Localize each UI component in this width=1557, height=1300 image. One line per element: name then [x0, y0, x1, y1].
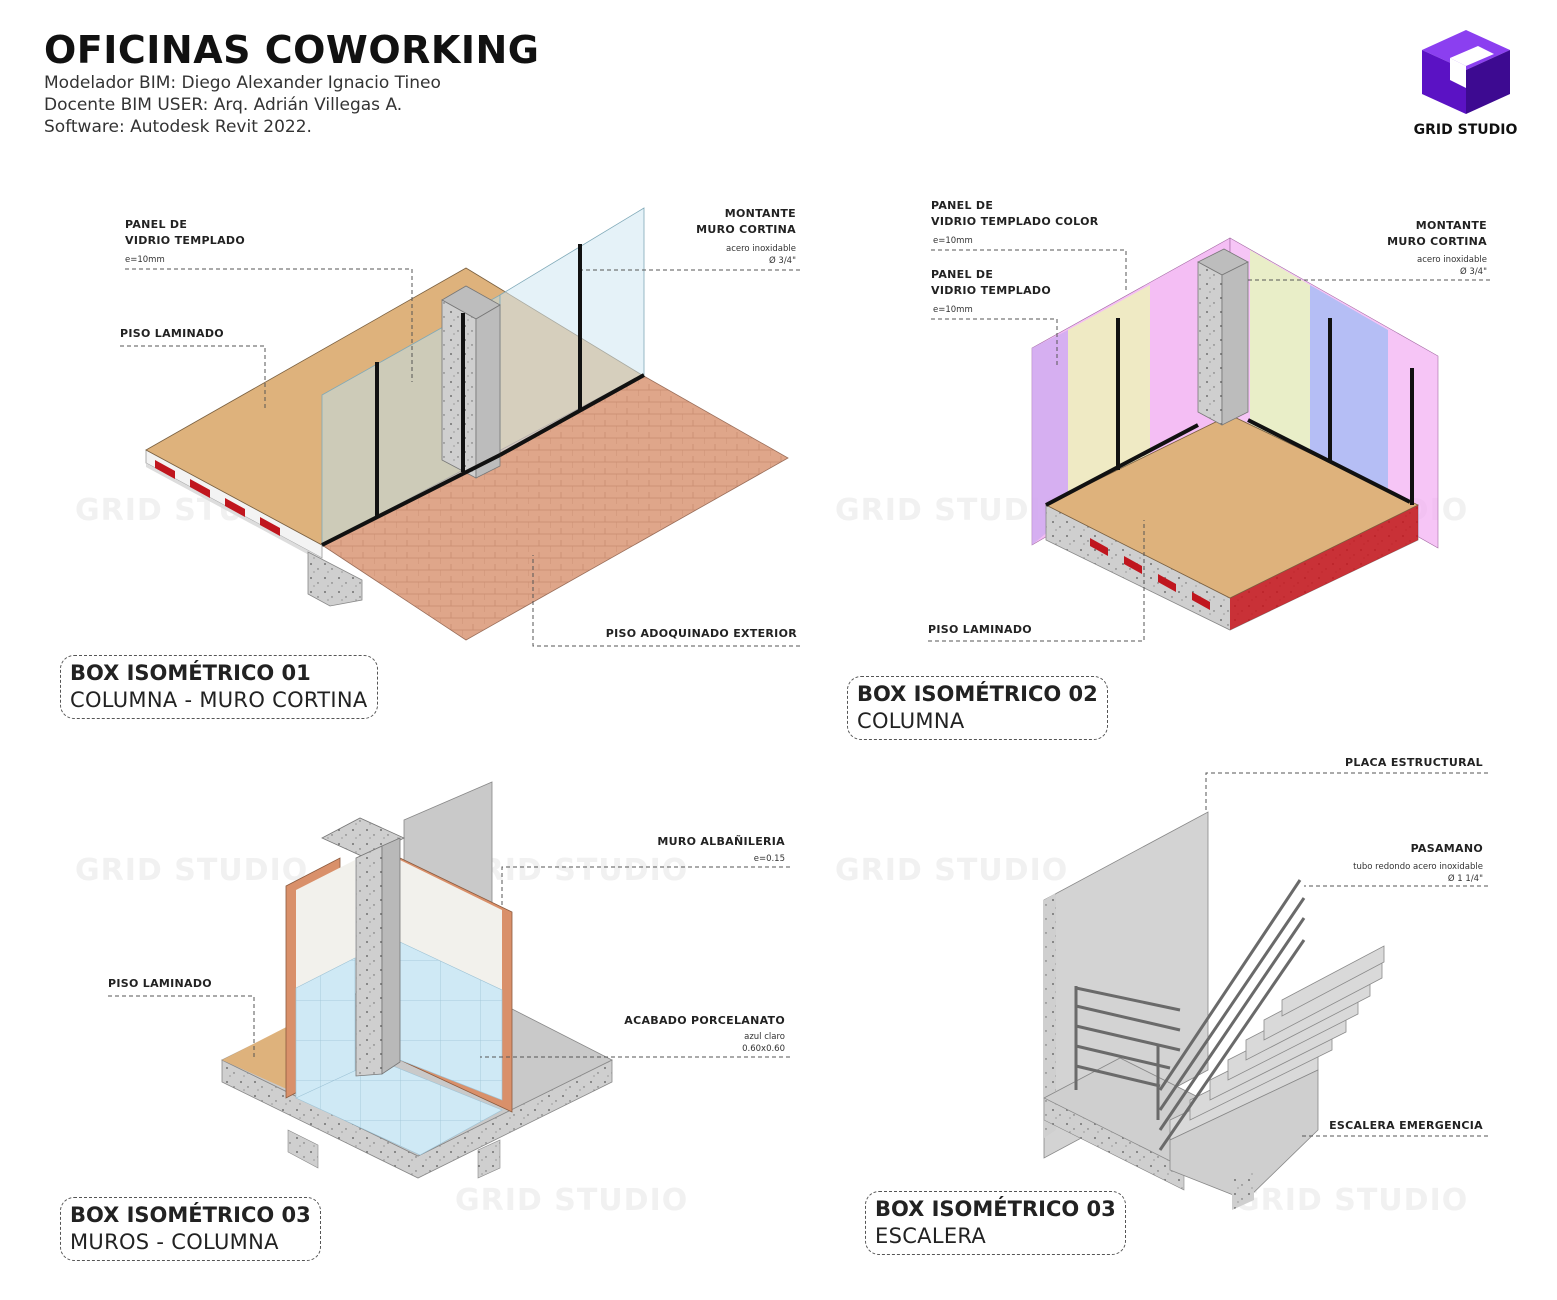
panel-2-title: BOX ISOMÉTRICO 02 — [857, 682, 1098, 706]
ann-mullion-label1: MONTANTE — [725, 207, 796, 220]
ann-masonry-detail: e=0.15 — [754, 854, 785, 864]
panel-1-subtitle: COLUMNA - MURO CORTINA — [70, 688, 368, 712]
panel-2-drawing — [1031, 237, 1439, 631]
panel-3-drawing — [221, 781, 613, 1179]
ann-glass-label1: PANEL DE — [125, 218, 187, 231]
panel-1-drawing — [145, 207, 789, 641]
credit-teacher: Docente BIM USER: Arq. Adrián Villegas A… — [44, 95, 403, 115]
ann-tile-detail1: azul claro — [744, 1032, 785, 1042]
panel-4-label: BOX ISOMÉTRICO 03 ESCALERA — [865, 1191, 1126, 1255]
ann-handrail-detail2: Ø 1 1/4" — [1448, 873, 1483, 884]
panel-4-drawing — [1043, 811, 1385, 1210]
ann-glass-label1-p2: PANEL DE — [931, 268, 993, 281]
watermark-text: GRID STUDIO — [455, 853, 688, 888]
ann-glass-detail-p2: e=10mm — [933, 305, 973, 315]
watermark-text: GRID STUDIO — [75, 853, 308, 888]
panel-4-subtitle: ESCALERA — [875, 1224, 987, 1248]
ann-color-glass-detail: e=10mm — [933, 236, 973, 246]
panel-2-annotations: PANEL DE VIDRIO TEMPLADO COLOR e=10mm PA… — [928, 199, 1490, 642]
ann-mullion-detail1-p2: acero inoxidable — [1417, 255, 1487, 265]
ann-tile-detail2: 0.60x0.60 — [742, 1044, 785, 1054]
ann-mullion-label2-p2: MURO CORTINA — [1387, 235, 1487, 248]
ann-floor-label: PISO LAMINADO — [120, 327, 224, 340]
ann-mullion-detail2: Ø 3/4" — [769, 255, 796, 266]
watermark-text: GRID STUDIO — [835, 853, 1068, 888]
ann-handrail-detail1: tubo redondo acero inoxidable — [1353, 862, 1483, 872]
ann-floor-label-p3: PISO LAMINADO — [108, 977, 212, 990]
panel-2-label: BOX ISOMÉTRICO 02 COLUMNA — [847, 676, 1108, 740]
credit-software: Software: Autodesk Revit 2022. — [44, 117, 312, 137]
panel-4-annotations: PLACA ESTRUCTURAL PASAMANO tubo redondo … — [1205, 756, 1488, 1137]
credit-modeler: Modelador BIM: Diego Alexander Ignacio T… — [44, 73, 441, 93]
ann-paving-label: PISO ADOQUINADO EXTERIOR — [606, 627, 797, 640]
panel-3-subtitle: MUROS - COLUMNA — [70, 1230, 279, 1254]
ann-glass-label2-p2: VIDRIO TEMPLADO — [931, 284, 1051, 297]
ann-color-glass-label1: PANEL DE — [931, 199, 993, 212]
header: OFICINAS COWORKING Modelador BIM: Diego … — [44, 28, 540, 138]
ann-glass-detail: e=10mm — [125, 255, 165, 265]
panel-1-title: BOX ISOMÉTRICO 01 — [70, 661, 311, 685]
panel-1-annotations: PANEL DE VIDRIO TEMPLADO e=10mm PISO LAM… — [120, 207, 800, 647]
ann-handrail-label: PASAMANO — [1411, 842, 1483, 855]
logo-label: GRID STUDIO — [1413, 122, 1518, 138]
ann-floor-label-p2: PISO LAMINADO — [928, 623, 1032, 636]
watermark-text: GRID STUDIO — [835, 493, 1068, 528]
ann-glass-label2: VIDRIO TEMPLADO — [125, 234, 245, 247]
ann-tile-label: ACABADO PORCELANATO — [624, 1014, 785, 1027]
panel-3-title: BOX ISOMÉTRICO 03 — [70, 1203, 311, 1227]
ann-plate-label: PLACA ESTRUCTURAL — [1345, 756, 1483, 769]
ann-masonry-label: MURO ALBAÑILERIA — [657, 835, 785, 848]
watermark-text: GRID STUDIO — [455, 1183, 688, 1218]
page-title: OFICINAS COWORKING — [44, 28, 540, 72]
ann-mullion-detail1: acero inoxidable — [726, 244, 796, 254]
grid-studio-logo: GRID STUDIO — [1408, 28, 1523, 138]
panel-2-subtitle: COLUMNA — [857, 709, 965, 733]
panel-3-annotations: MURO ALBAÑILERIA e=0.15 PISO LAMINADO AC… — [108, 835, 790, 1060]
panel-4-title: BOX ISOMÉTRICO 03 — [875, 1197, 1116, 1221]
ann-stair-label: ESCALERA EMERGENCIA — [1329, 1119, 1483, 1132]
cube-icon — [1421, 30, 1510, 114]
ann-mullion-label1-p2: MONTANTE — [1416, 219, 1487, 232]
panel-1-label: BOX ISOMÉTRICO 01 COLUMNA - MURO CORTINA — [60, 655, 378, 719]
ann-mullion-detail2-p2: Ø 3/4" — [1460, 266, 1487, 277]
ann-mullion-label2: MURO CORTINA — [696, 223, 796, 236]
watermark-text: GRID STUDIO — [1235, 1183, 1468, 1218]
ann-color-glass-label2: VIDRIO TEMPLADO COLOR — [931, 215, 1099, 228]
panel-3-label: BOX ISOMÉTRICO 03 MUROS - COLUMNA — [60, 1197, 321, 1261]
